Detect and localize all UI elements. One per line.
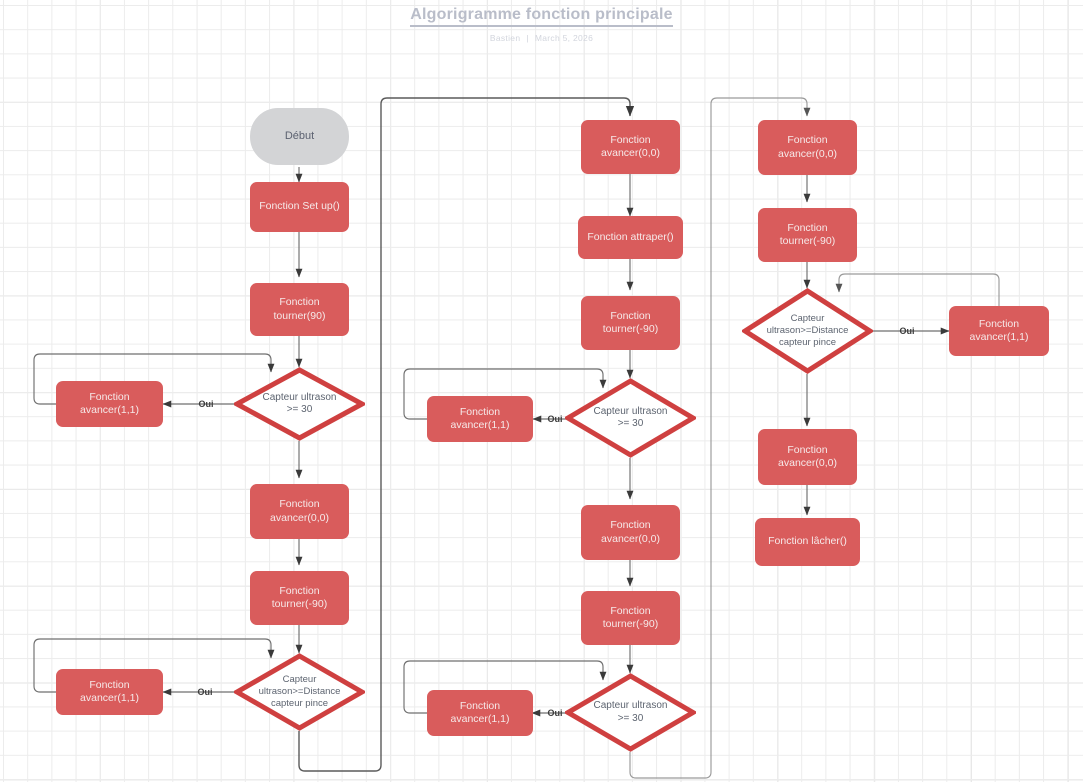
node-decision-capteur-ultrason-30-b[interactable]: Capteur ultrason>= 30 — [565, 378, 696, 458]
edge-label-oui-3: Oui — [548, 414, 563, 424]
node-label: Capteur ultrason>= 30 — [593, 700, 668, 724]
page-subtitle: Bastien | March 5, 2026 — [0, 33, 1083, 43]
date-label: March 5, 2026 — [534, 33, 594, 43]
edge-col1-to-col2 — [298, 97, 635, 772]
edge-loop-avancer11-dec4 — [403, 660, 607, 714]
subtitle-separator: | — [526, 33, 529, 43]
edge-label-oui-1: Oui — [199, 399, 214, 409]
edge-loop-avancer11-dec5 — [835, 273, 1000, 306]
title-block: Algorigramme fonction principale Bastien… — [0, 6, 1083, 43]
node-label: Capteur ultrason>= 30 — [262, 391, 337, 416]
node-debut[interactable]: Début — [250, 108, 349, 165]
edge-loop-avancer11-dec2 — [33, 638, 275, 693]
author-label: Bastien — [489, 33, 521, 43]
node-fonction-lacher[interactable]: Fonction lâcher() — [755, 518, 860, 566]
edge-label-oui-5: Oui — [900, 326, 915, 336]
node-fonction-set-up[interactable]: Fonction Set up() — [250, 182, 349, 232]
node-label: Capteur ultrason>= 30 — [593, 405, 668, 430]
edge-loop-avancer11-dec1 — [33, 353, 275, 405]
node-decision-capteur-ultrason-30-c[interactable]: Capteur ultrason>= 30 — [565, 673, 696, 752]
edge-col2-to-col3 — [629, 97, 811, 779]
node-fonction-attraper[interactable]: Fonction attraper() — [578, 216, 683, 259]
edge-label-oui-4: Oui — [548, 708, 563, 718]
edge-label-oui-2: Oui — [198, 687, 213, 697]
node-decision-capteur-ultrason-30-a[interactable]: Capteur ultrason>= 30 — [234, 367, 365, 441]
page-title: Algorigramme fonction principale — [410, 6, 673, 27]
edge-loop-avancer11-dec3 — [403, 368, 607, 420]
